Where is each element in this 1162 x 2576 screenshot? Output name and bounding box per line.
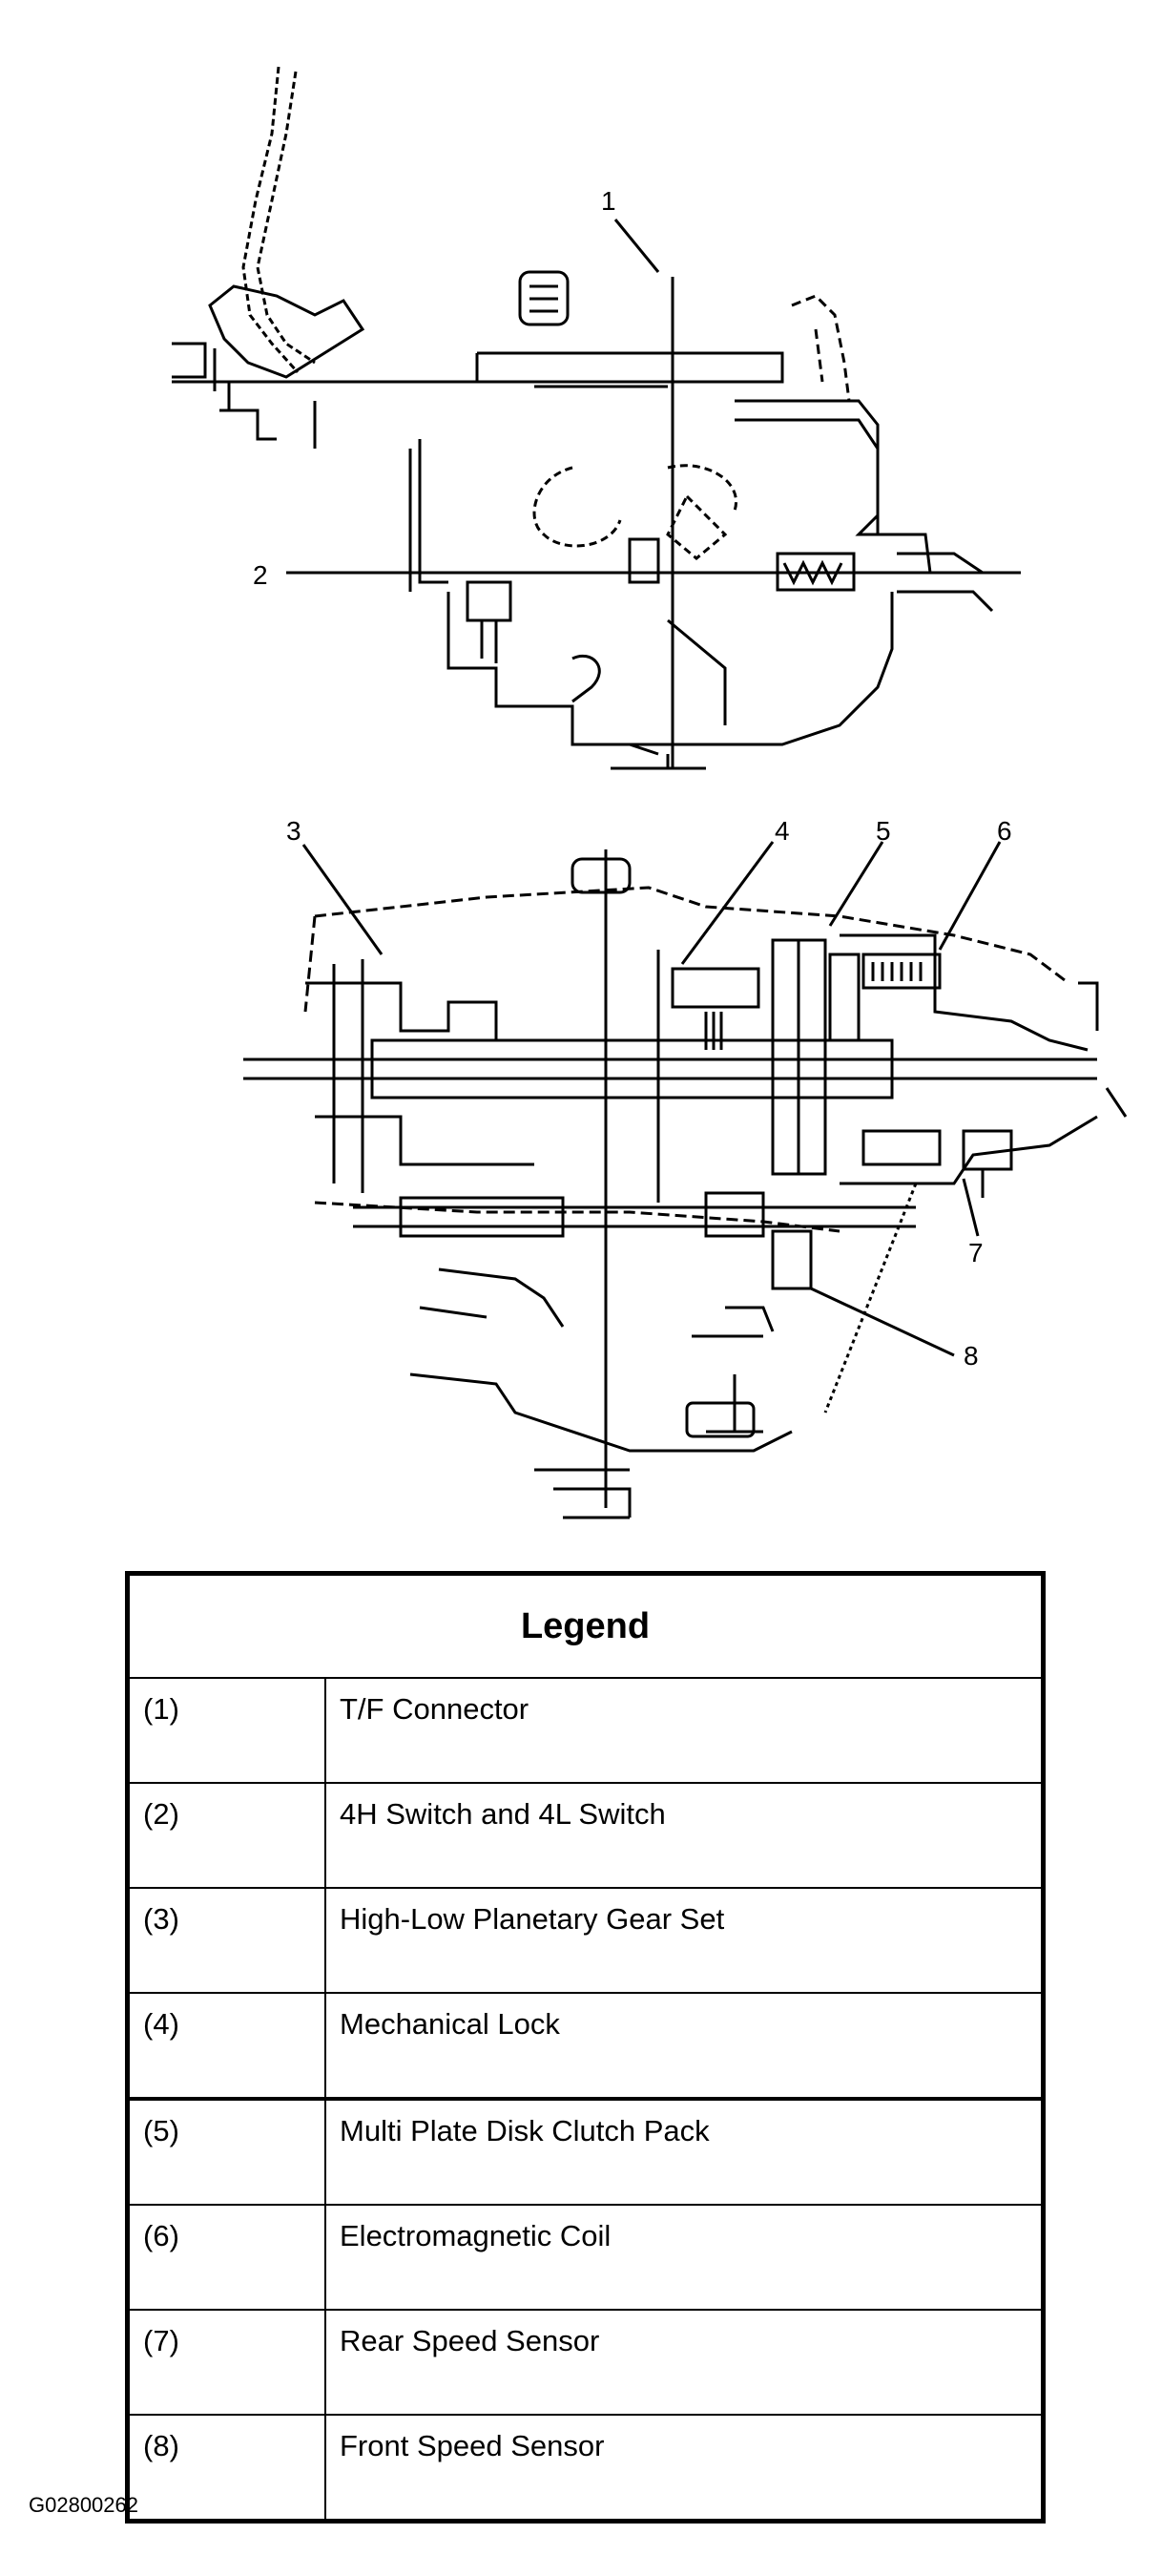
electromagnetic-coil-lower bbox=[861, 1129, 942, 1166]
callout-1: 1 bbox=[601, 186, 616, 216]
clutch-detail bbox=[776, 552, 856, 592]
callout-4-leader bbox=[680, 841, 775, 965]
mechanical-lock bbox=[671, 967, 760, 1009]
callout-6: 6 bbox=[997, 816, 1012, 846]
front-yoke bbox=[685, 1401, 756, 1438]
legend-row: (3) High-Low Planetary Gear Set bbox=[127, 1887, 1044, 1994]
legend-number: (4) bbox=[127, 1992, 326, 2100]
legend-title: Legend bbox=[127, 1573, 1044, 1679]
legend-label: T/F Connector bbox=[325, 1677, 1044, 1784]
legend-row: (8) Front Speed Sensor bbox=[127, 2414, 1044, 2523]
legend-number: (6) bbox=[127, 2204, 326, 2311]
figure-id: G02800262 bbox=[29, 2493, 138, 2517]
housing-body bbox=[408, 399, 932, 746]
center-hub bbox=[628, 537, 660, 584]
rear-speed-sensor bbox=[962, 1129, 1013, 1198]
callout-3-leader bbox=[301, 844, 384, 955]
legend-number: (3) bbox=[127, 1887, 326, 1994]
legend-number: (2) bbox=[127, 1782, 326, 1889]
callout-5: 5 bbox=[876, 816, 891, 846]
callout-3: 3 bbox=[286, 816, 301, 846]
callout-7: 7 bbox=[968, 1238, 984, 1267]
section-housing bbox=[303, 886, 1069, 1233]
callout-8: 8 bbox=[964, 1341, 979, 1371]
legend-label: Front Speed Sensor bbox=[325, 2414, 1044, 2523]
rear-section bbox=[840, 933, 1128, 1185]
lower-shaft-gear bbox=[704, 1191, 765, 1238]
clutch-detail-hatch bbox=[782, 559, 843, 586]
transfer-case-cross-section-diagram: 3 4 5 6 7 8 bbox=[243, 816, 1128, 1519]
rear-housing bbox=[667, 418, 994, 725]
tf-connector-ribs bbox=[529, 284, 558, 313]
coil-hatch bbox=[871, 962, 923, 981]
planetary-left bbox=[305, 959, 534, 1193]
callout-6-leader bbox=[938, 841, 1002, 951]
linkage-bracket bbox=[208, 284, 365, 379]
tf-connector bbox=[518, 270, 570, 326]
lower-shaft-sleeve bbox=[399, 1196, 565, 1238]
callout-5-leader bbox=[828, 841, 884, 927]
legend-row: (5) Multi Plate Disk Clutch Pack bbox=[127, 2097, 1044, 2206]
transfer-case-exterior-diagram: 1 2 bbox=[172, 66, 1021, 770]
top-hub bbox=[571, 857, 632, 894]
callout-2: 2 bbox=[253, 560, 268, 590]
switch-2-body bbox=[466, 580, 512, 663]
section-cone bbox=[823, 1183, 918, 1414]
legend-number: (7) bbox=[127, 2309, 326, 2416]
legend-label: Rear Speed Sensor bbox=[325, 2309, 1044, 2416]
inner-gear-outline bbox=[532, 464, 738, 560]
callout-1-leader bbox=[613, 219, 660, 273]
rear-extension bbox=[791, 294, 851, 402]
legend-row: (6) Electromagnetic Coil bbox=[127, 2204, 1044, 2311]
legend-label: Multi Plate Disk Clutch Pack bbox=[325, 2097, 1044, 2206]
shift-linkage bbox=[241, 66, 316, 374]
housing-lower bbox=[571, 654, 706, 770]
legend-label: Mechanical Lock bbox=[325, 1992, 1044, 2100]
legend-label: Electromagnetic Coil bbox=[325, 2204, 1044, 2311]
callout-8-leader bbox=[810, 1287, 955, 1357]
legend-row: (1) T/F Connector bbox=[127, 1677, 1044, 1784]
callout-7-leader bbox=[962, 1178, 980, 1237]
legend-header-row: Legend bbox=[127, 1573, 1044, 1679]
electromagnetic-coil bbox=[861, 953, 942, 990]
output-shaft bbox=[370, 1038, 894, 1100]
legend-number: (8) bbox=[127, 2414, 326, 2523]
legend-number: (1) bbox=[127, 1677, 326, 1784]
legend-table: Legend (1) T/F Connector (2) 4H Switch a… bbox=[125, 1571, 1046, 2524]
legend-row: (2) 4H Switch and 4L Switch bbox=[127, 1782, 1044, 1889]
legend-row: (7) Rear Speed Sensor bbox=[127, 2309, 1044, 2416]
legend-label: High-Low Planetary Gear Set bbox=[325, 1887, 1044, 1994]
clutch-hub bbox=[828, 953, 861, 1042]
mechanical-lock-teeth bbox=[704, 1012, 723, 1050]
legend-label: 4H Switch and 4L Switch bbox=[325, 1782, 1044, 1889]
callout-4: 4 bbox=[775, 816, 790, 846]
legend-number: (5) bbox=[127, 2097, 326, 2206]
legend-row: (4) Mechanical Lock bbox=[127, 1992, 1044, 2100]
front-output bbox=[409, 1267, 793, 1519]
